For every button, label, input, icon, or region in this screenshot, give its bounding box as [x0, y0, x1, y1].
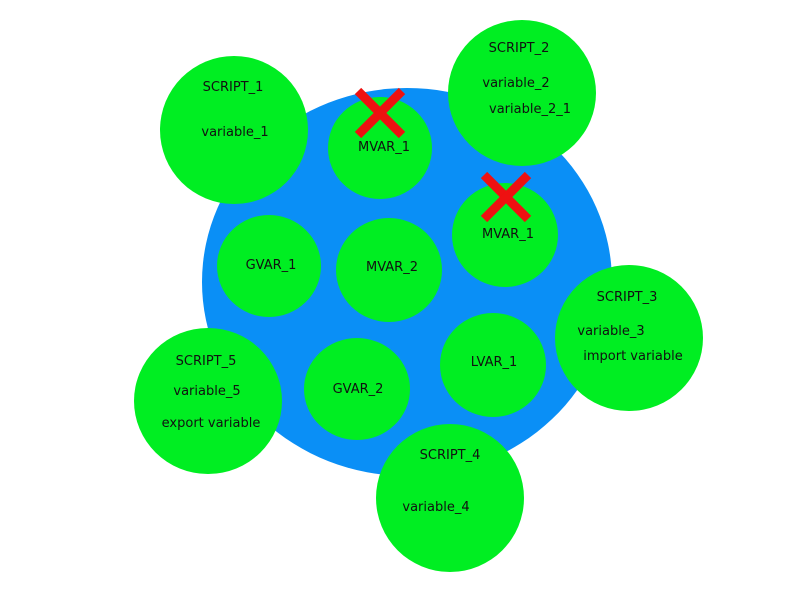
- node-mvar-1-top-label: MVAR_1: [358, 140, 410, 155]
- script-5-line-2: export variable: [161, 416, 261, 431]
- script-2-line-2: variable_2_1: [489, 102, 571, 117]
- node-gvar-2: [304, 338, 410, 440]
- script-3-title: SCRIPT_3: [596, 290, 658, 305]
- script-1-circle: [160, 56, 308, 204]
- script-3-line-2: import variable: [583, 349, 683, 364]
- script-1-title: SCRIPT_1: [202, 80, 264, 95]
- script-4-title: SCRIPT_4: [419, 448, 481, 463]
- script-4-circle: [376, 424, 524, 572]
- script-5-line-1: variable_5: [173, 384, 241, 399]
- node-gvar-1: [217, 215, 321, 317]
- node-lvar-1-label: LVAR_1: [470, 355, 518, 370]
- script-2-title: SCRIPT_2: [488, 41, 550, 56]
- node-mvar-1-right-label: MVAR_1: [482, 227, 534, 242]
- node-gvar-1-label: GVAR_1: [245, 258, 297, 273]
- cross-icon-mvar-1-top: [354, 87, 406, 139]
- node-lvar-1: [440, 313, 546, 417]
- node-mvar-2-label: MVAR_2: [366, 260, 418, 275]
- script-5-circle: [134, 328, 282, 474]
- node-gvar-2-label: GVAR_2: [332, 382, 384, 397]
- script-4-line-1: variable_4: [402, 500, 470, 515]
- script-2-circle: [448, 20, 596, 166]
- script-2-line-1: variable_2: [482, 76, 550, 91]
- script-1-line-1: variable_1: [201, 125, 269, 140]
- node-mvar-2: [336, 218, 442, 322]
- script-5-title: SCRIPT_5: [175, 354, 237, 369]
- cross-icon-mvar-1-right: [480, 171, 532, 223]
- script-3-circle: [555, 265, 703, 411]
- script-3-line-1: variable_3: [577, 324, 645, 339]
